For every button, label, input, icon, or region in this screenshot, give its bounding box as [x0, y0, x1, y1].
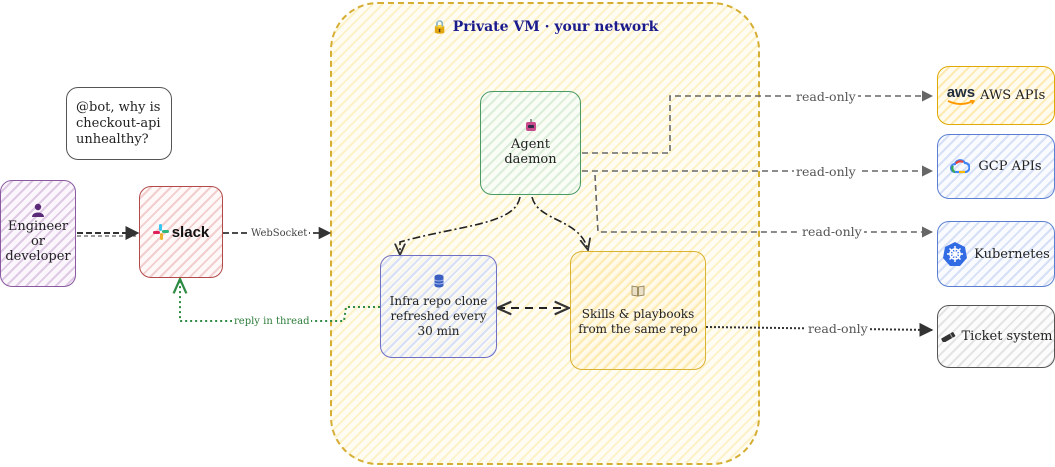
edge-label-read-only-aws: read-only [794, 89, 858, 104]
engineer-label: Engineer or developer [5, 219, 71, 264]
person-icon [32, 203, 44, 217]
edge-label-read-only-k8s: read-only [800, 224, 864, 239]
database-icon [433, 274, 444, 288]
edge-label-reply-in-thread: reply in thread [232, 315, 312, 329]
edge-agent-skills [531, 196, 588, 250]
robot-icon [525, 119, 536, 131]
gcp-cloud-icon [950, 159, 971, 174]
speech-bubble: @bot, why is checkout-api unhealthy? [66, 87, 172, 160]
private-vm-title-text: Private VM · your network [452, 19, 659, 35]
ticket-icon [940, 331, 955, 342]
edge-label-read-only-gcp: read-only [794, 164, 858, 179]
lock-icon: 🔒 [431, 20, 448, 35]
agent-daemon-label: Agent daemon [504, 137, 557, 167]
edge-label-read-only-ticket: read-only [806, 321, 870, 336]
gcp-apis-node[interactable]: GCP APIs [937, 134, 1055, 199]
edge-agent-infra [400, 196, 521, 255]
kubernetes-label: Kubernetes [974, 246, 1050, 262]
slack-label: slack [171, 223, 210, 241]
book-icon [631, 285, 645, 296]
slack-logo-icon [152, 224, 169, 240]
aws-logo-icon: aws [946, 83, 976, 106]
aws-logo-text: aws [946, 83, 976, 101]
edge-agent-aws [582, 90, 934, 154]
edge-agent-kubernetes [594, 174, 934, 238]
private-vm-title: 🔒 Private VM · your network [330, 19, 760, 35]
private-vm-container [330, 2, 760, 465]
slack-node[interactable]: slack [139, 186, 223, 278]
skills-playbooks-node[interactable]: Skills & playbooks from the same repo [570, 251, 706, 370]
aws-apis-label: AWS APIs [980, 88, 1046, 103]
infra-repo-label: Infra repo clone refreshed every 30 min [389, 294, 488, 338]
agent-daemon-node[interactable]: Agent daemon [480, 91, 581, 195]
speech-bubble-text: @bot, why is checkout-api unhealthy? [76, 99, 161, 147]
engineer-node[interactable]: Engineer or developer [0, 180, 76, 287]
kubernetes-helm-icon [943, 242, 968, 266]
infra-repo-node[interactable]: Infra repo clone refreshed every 30 min [380, 255, 497, 358]
aws-apis-node[interactable]: aws AWS APIs [937, 66, 1055, 125]
ticket-system-node[interactable]: Ticket system [937, 305, 1055, 368]
skills-playbooks-label: Skills & playbooks from the same repo [578, 306, 698, 336]
edge-label-websocket: WebSocket [249, 227, 310, 241]
gcp-apis-label: GCP APIs [978, 159, 1042, 174]
edge-reply-in-thread [180, 279, 380, 322]
kubernetes-node[interactable]: Kubernetes [937, 221, 1055, 287]
ticket-system-label: Ticket system [961, 329, 1053, 344]
